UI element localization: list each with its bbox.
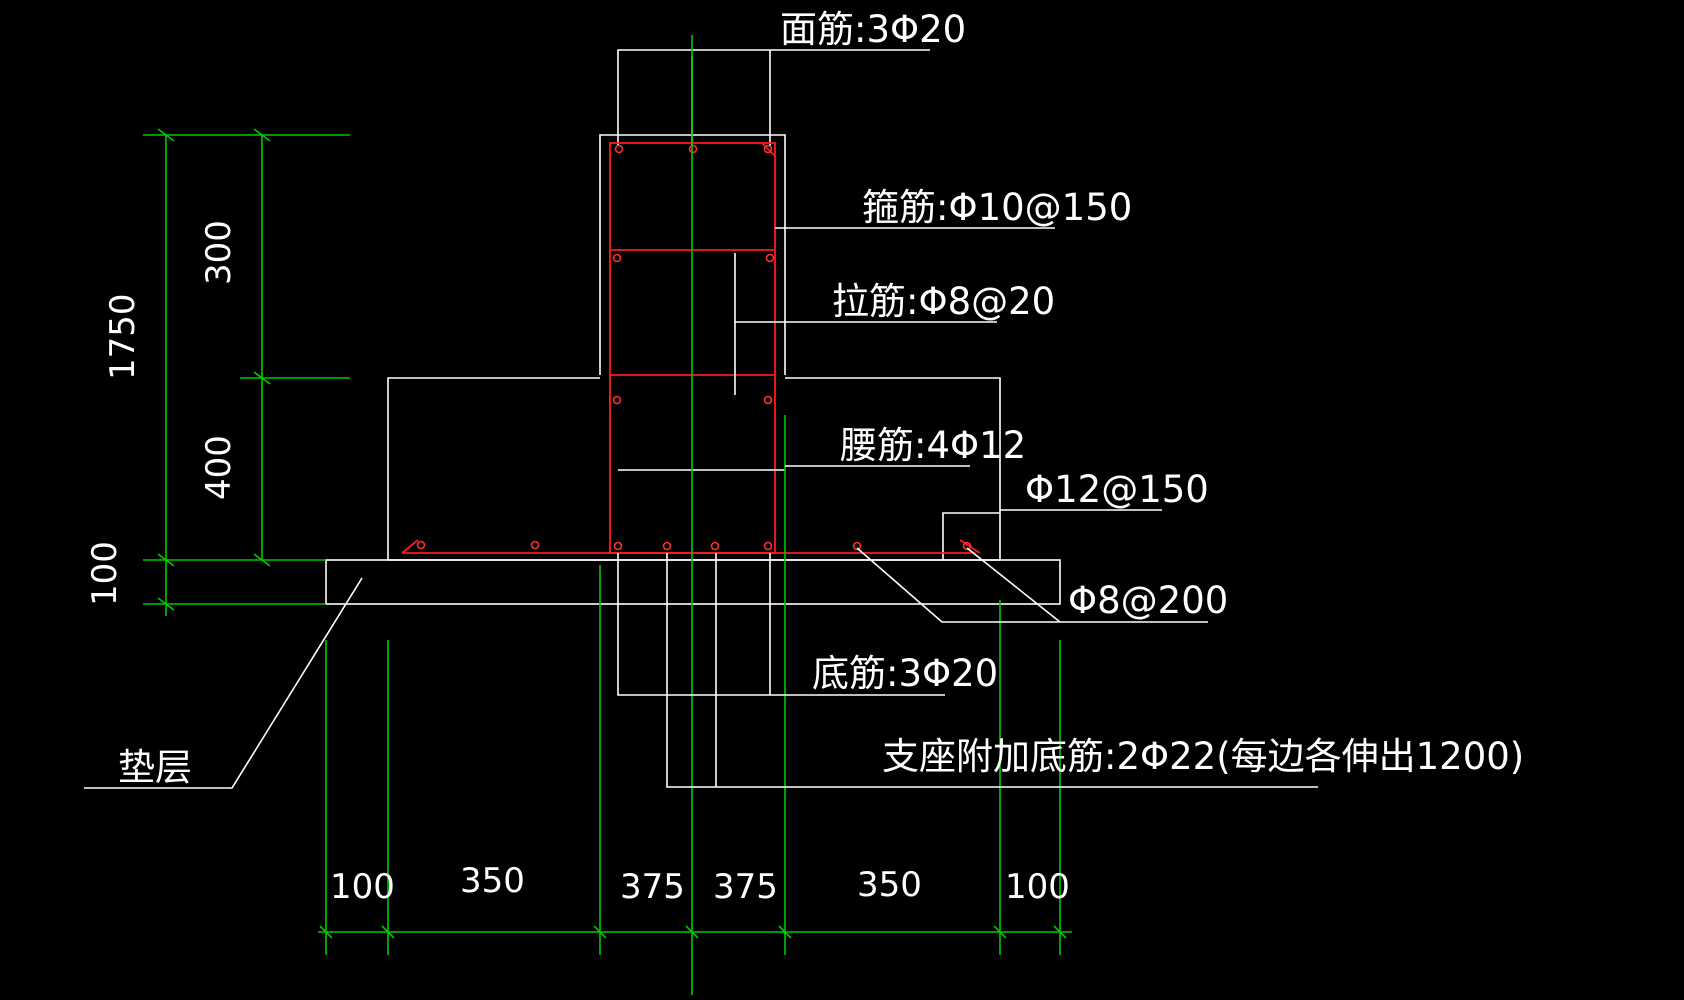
dim-h-5: 350 — [857, 865, 922, 905]
label-support-bar: 支座附加底筋:2Φ22(每边各伸出1200) — [882, 735, 1524, 778]
label-cushion: 垫层 — [118, 746, 192, 789]
dim-total: 1750 — [103, 293, 143, 380]
dim-upper: 300 — [199, 220, 239, 285]
top-bar-leader — [617, 49, 930, 146]
tie-bar-detail — [618, 253, 785, 471]
vertical-dimension-labels: 1750 300 400 100 — [85, 220, 239, 606]
leader-lines — [84, 227, 1318, 789]
rebar-dots — [416, 144, 972, 551]
label-bottom-bar: 底筋:3Φ20 — [812, 652, 998, 695]
label-slab-bar-a: Φ12@150 — [1025, 468, 1209, 511]
dim-h-4: 375 — [713, 867, 778, 907]
label-top-bar: 面筋:3Φ20 — [780, 8, 966, 51]
dim-cushion: 100 — [85, 541, 125, 606]
label-waist-bar: 腰筋:4Φ12 — [840, 424, 1026, 467]
dimension-lines — [143, 35, 1072, 995]
label-stirrup: 箍筋:Φ10@150 — [862, 186, 1132, 229]
dim-h-6: 100 — [1005, 867, 1070, 907]
dim-lower: 400 — [199, 435, 239, 500]
dim-h-2: 350 — [460, 861, 525, 901]
dim-h-3: 375 — [620, 867, 685, 907]
rebar-labels: 面筋:3Φ20 箍筋:Φ10@150 拉筋:Φ8@20 腰筋:4Φ12 Φ12@… — [118, 8, 1524, 789]
rebar-cage — [401, 142, 981, 554]
label-tie-bar: 拉筋:Φ8@20 — [832, 280, 1055, 323]
label-slab-bar-b: Φ8@200 — [1068, 579, 1228, 622]
dim-h-1: 100 — [330, 867, 395, 907]
horizontal-dimension-labels: 100 350 375 375 350 100 — [330, 861, 1070, 907]
